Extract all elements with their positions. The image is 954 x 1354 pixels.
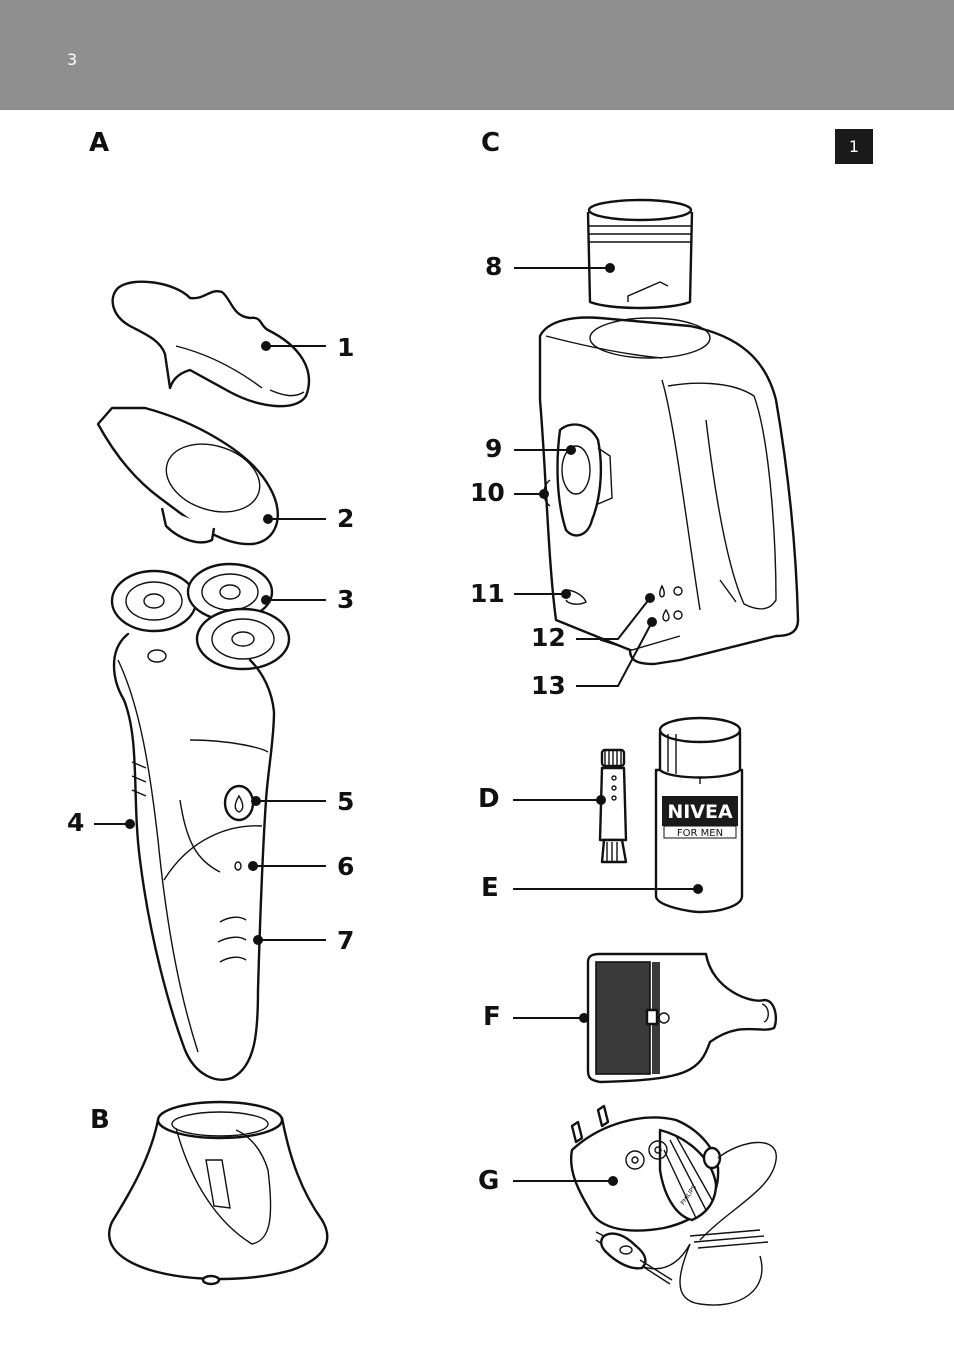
section-tab-badge[interactable]: 1: [835, 129, 873, 164]
callout-8: 8: [485, 252, 503, 281]
section-label-d: D: [478, 784, 500, 814]
shaver-body-illustration: [112, 632, 276, 1081]
callout-7: 7: [337, 926, 355, 955]
callout-3: 3: [337, 585, 355, 614]
page-number: 3: [67, 50, 78, 69]
callout-4: 4: [67, 808, 85, 837]
bottle-sub-text: FOR MEN: [677, 828, 723, 839]
section-label-b: B: [90, 1105, 110, 1135]
callout-2: 2: [337, 504, 355, 533]
header-bar: 3: [0, 0, 954, 110]
charging-stand-illustration: [107, 1100, 329, 1286]
trimmer-attachment-illustration: [96, 406, 279, 546]
section-label-a: A: [89, 128, 110, 158]
protection-cap-illustration: [111, 280, 311, 408]
cleaning-spray-bottle-illustration: [513, 716, 744, 914]
bottle-brand-text: NIVEA: [667, 801, 733, 823]
section-label-e: E: [481, 873, 499, 903]
callout-5: 5: [337, 787, 355, 816]
callout-11: 11: [470, 579, 505, 608]
callout-12: 12: [531, 623, 566, 652]
section-a-leader-lines: [94, 341, 326, 945]
adapter-illustration: [513, 1104, 777, 1306]
section-label-f: F: [483, 1002, 501, 1032]
section-c-leader-lines: [514, 263, 657, 687]
callout-13: 13: [531, 671, 566, 700]
callout-10: 10: [470, 478, 505, 507]
cleaning-brush-illustration: [513, 748, 628, 864]
callout-1: 1: [337, 333, 355, 362]
section-label-g: G: [478, 1166, 500, 1196]
shaving-heads-illustration: [110, 562, 291, 671]
cleaning-unit-illustration: [538, 316, 800, 666]
cleaning-cartridge-illustration: [586, 198, 694, 310]
section-label-c: C: [481, 128, 501, 158]
callout-6: 6: [337, 852, 355, 881]
storage-pouch-illustration: [513, 952, 778, 1084]
callout-9: 9: [485, 434, 503, 463]
